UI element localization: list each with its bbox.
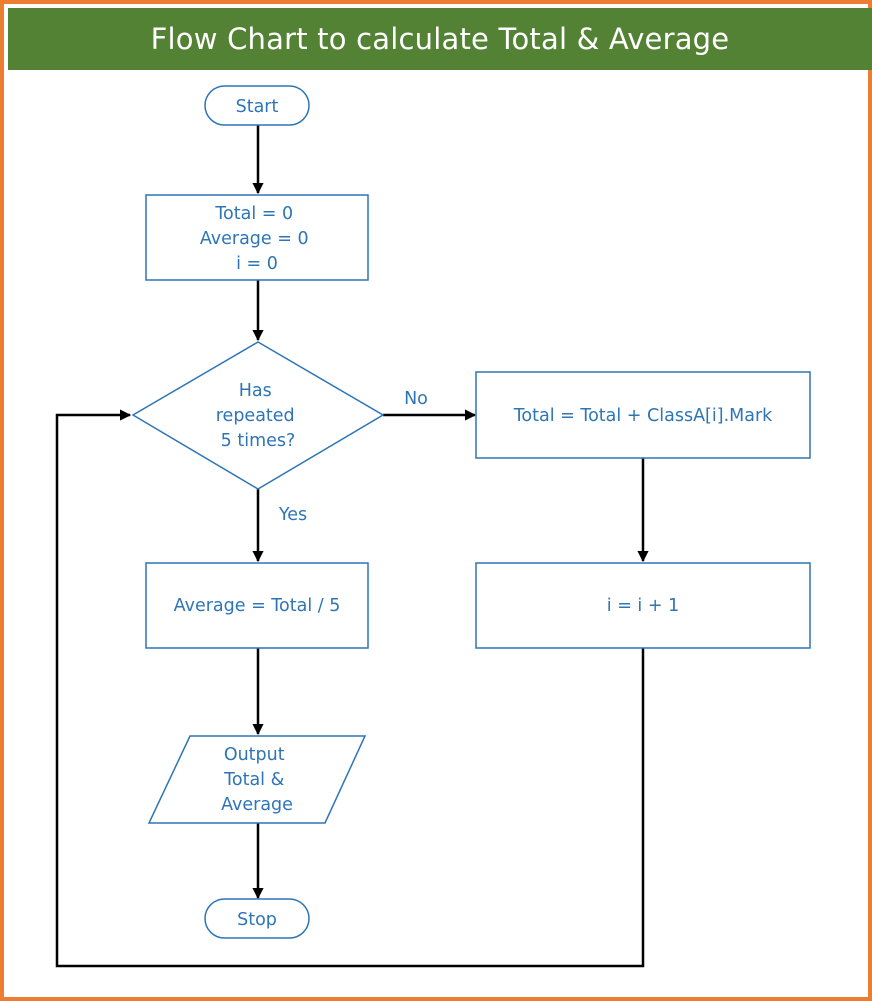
svg-text:Output Total & Ave: Output Total & Average bbox=[221, 745, 293, 815]
output-parallelogram bbox=[147, 735, 367, 824]
stop-label: Stop bbox=[237, 910, 277, 930]
svg-text:Start: Start bbox=[236, 97, 279, 117]
decision-label-line-2: repeated bbox=[216, 406, 295, 426]
svg-text:Total = Total + ClassA[i].Mark: Total = Total + ClassA[i].Mark bbox=[513, 406, 773, 426]
node-init: Total = 0 Average = 0 i = 0 bbox=[145, 194, 369, 281]
svg-text:Stop: Stop bbox=[237, 910, 277, 930]
init-label-line-2: Average = 0 bbox=[200, 229, 309, 249]
start-terminator bbox=[204, 85, 310, 126]
init-process-box bbox=[145, 194, 369, 281]
node-stop: Stop bbox=[204, 898, 310, 939]
stop-terminator bbox=[204, 898, 310, 939]
increment-process-box bbox=[475, 562, 811, 649]
svg-text:Has repeated 5 tim: Has repeated 5 times? bbox=[216, 381, 301, 451]
node-decision: Has repeated 5 times? bbox=[131, 341, 385, 490]
svg-text:Average = Total / 5: Average = Total / 5 bbox=[174, 596, 341, 616]
decision-diamond bbox=[131, 341, 385, 490]
connectors bbox=[55, 125, 649, 968]
output-label-line-3: Average bbox=[221, 795, 293, 815]
edge-loop-back bbox=[55, 409, 645, 968]
edge-label-yes: Yes bbox=[278, 505, 307, 525]
accumulate-process-box bbox=[475, 371, 811, 459]
init-label-line-3: i = 0 bbox=[236, 254, 278, 274]
node-accumulate: Total = Total + ClassA[i].Mark bbox=[475, 371, 811, 459]
output-label-line-2: Total & bbox=[223, 770, 284, 790]
edge-label-no: No bbox=[404, 389, 428, 409]
decision-label-line-3: 5 times? bbox=[221, 431, 296, 451]
output-label-line-1: Output bbox=[224, 745, 285, 765]
accumulate-label: Total = Total + ClassA[i].Mark bbox=[513, 406, 773, 426]
node-start: Start bbox=[204, 85, 310, 126]
start-label: Start bbox=[236, 97, 279, 117]
node-output: Output Total & Average bbox=[147, 735, 367, 824]
svg-text:i = i + 1: i = i + 1 bbox=[607, 596, 679, 616]
decision-label-line-1: Has bbox=[239, 381, 272, 401]
increment-label: i = i + 1 bbox=[607, 596, 679, 616]
svg-text:Total = 0 Average = 0: Total = 0 Average = 0 i = 0 bbox=[200, 204, 314, 274]
node-average: Average = Total / 5 bbox=[145, 562, 369, 649]
diagram-title: Flow Chart to calculate Total & Average bbox=[150, 22, 730, 56]
title-bar: Flow Chart to calculate Total & Average bbox=[8, 8, 872, 70]
node-increment: i = i + 1 bbox=[475, 562, 811, 649]
average-process-box bbox=[145, 562, 369, 649]
average-label: Average = Total / 5 bbox=[174, 596, 341, 616]
init-label-line-1: Total = 0 bbox=[214, 204, 293, 224]
